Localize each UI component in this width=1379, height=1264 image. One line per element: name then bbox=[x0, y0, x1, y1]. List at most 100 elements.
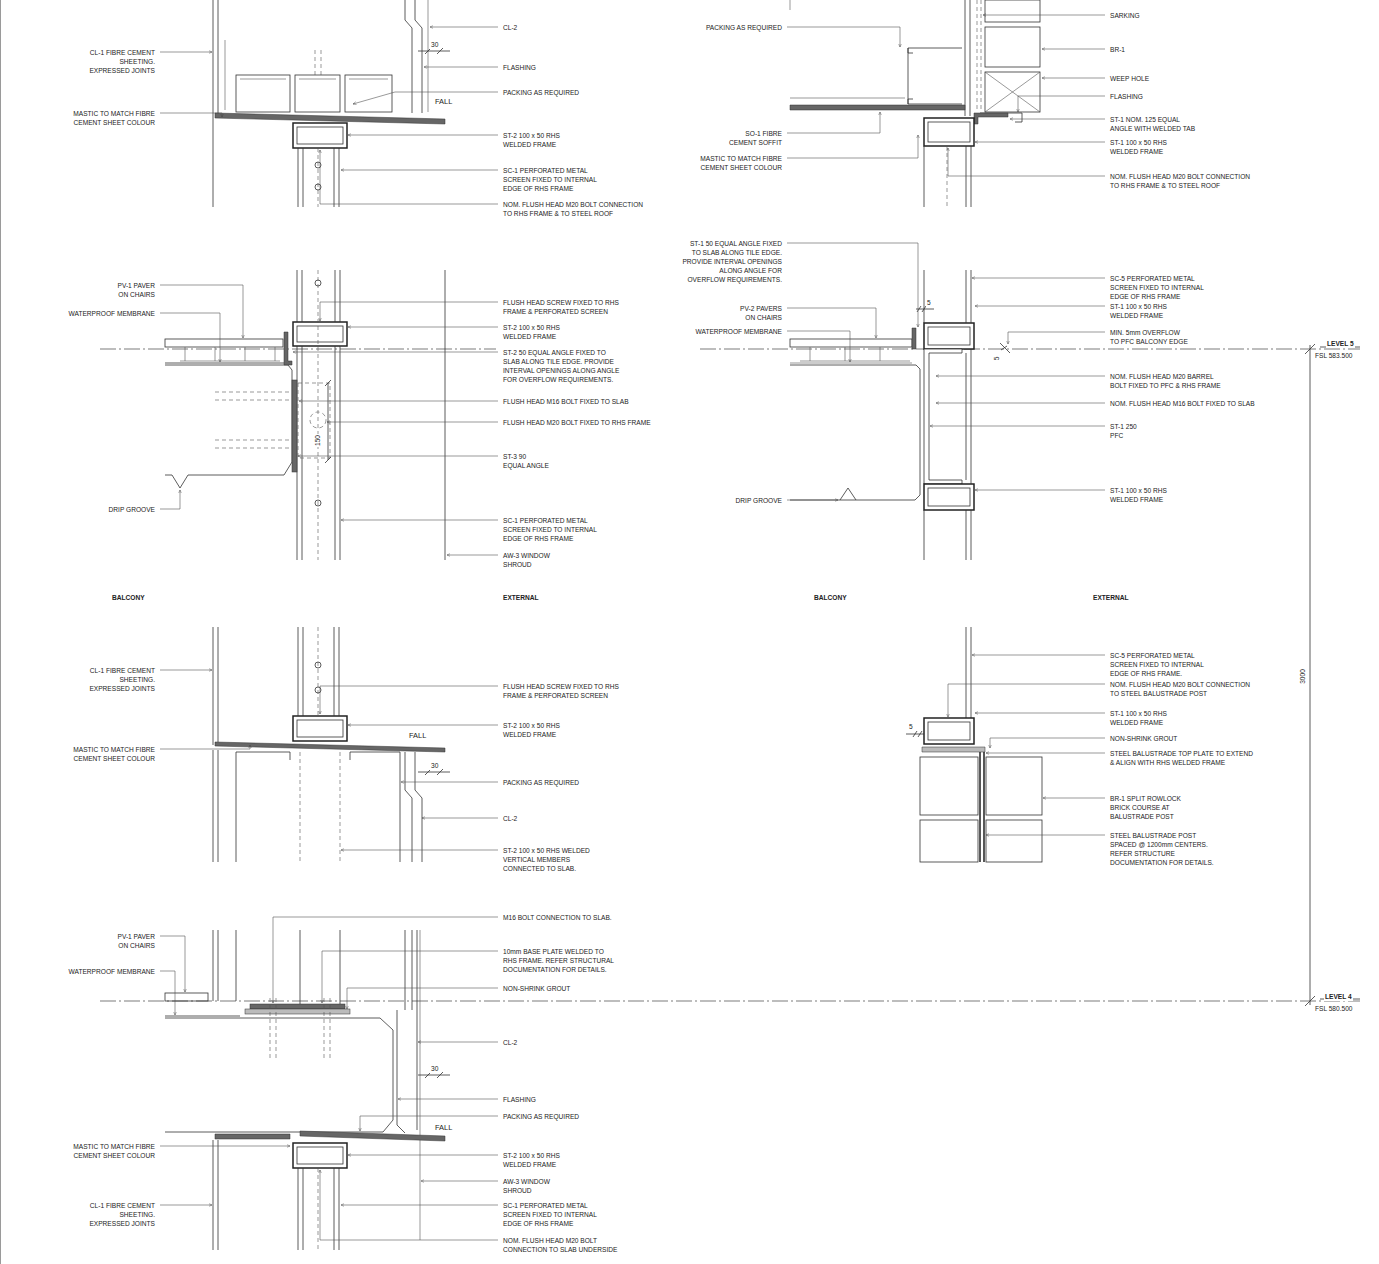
leader-line bbox=[972, 655, 1105, 656]
leader-line bbox=[347, 988, 498, 1009]
leader-line bbox=[787, 135, 918, 158]
leader-line bbox=[341, 170, 498, 171]
leader-line bbox=[348, 327, 498, 328]
rhs-frame bbox=[924, 718, 974, 744]
leader-line bbox=[986, 835, 1105, 836]
callout-label: CL-1 FIBRE CEMENT SHEETING. EXPRESSED JO… bbox=[88, 1201, 156, 1228]
brick bbox=[985, 0, 1040, 22]
rhs-vertical bbox=[300, 930, 412, 1010]
balustrade-post bbox=[980, 752, 984, 862]
level-line bbox=[100, 349, 1360, 350]
paver-chair bbox=[180, 347, 280, 361]
leader-line bbox=[1042, 49, 1105, 50]
leader-line bbox=[320, 686, 498, 714]
callout-label: NOM. FLUSH HEAD M16 BOLT FIXED TO SLAB bbox=[1109, 399, 1256, 408]
leader-line bbox=[225, 40, 226, 110]
perforated-screen bbox=[924, 146, 971, 207]
leader-line bbox=[421, 1181, 498, 1182]
brick bbox=[986, 757, 1042, 815]
level-line bbox=[100, 1001, 1360, 1002]
callout-label: ST-2 50 EQUAL ANGLE FIXED TO SLAB ALONG … bbox=[502, 348, 622, 384]
level-label: LEVEL 5 bbox=[1326, 339, 1355, 348]
drip-groove bbox=[840, 488, 856, 500]
rhs-frame-inner bbox=[297, 127, 343, 144]
equal-angle bbox=[912, 328, 916, 349]
cladding bbox=[397, 930, 417, 1133]
centre-line bbox=[318, 270, 319, 560]
callout-label: SC-1 PERFORATED METAL SCREEN FIXED TO IN… bbox=[502, 516, 599, 543]
leader-line bbox=[424, 67, 498, 68]
leader-line bbox=[418, 1042, 498, 1043]
rhs-frame-inner bbox=[297, 720, 343, 737]
leader-line bbox=[320, 1170, 498, 1240]
paver bbox=[790, 339, 912, 347]
callout-label: BR-1 bbox=[1109, 45, 1126, 54]
dimension-line bbox=[906, 731, 924, 737]
concrete-slab bbox=[790, 365, 920, 500]
callout-label: ST-1 100 x 50 RHS WELDED FRAME bbox=[1109, 486, 1168, 504]
paver bbox=[165, 339, 283, 347]
callout-label: PV-1 PAVER ON CHAIRS bbox=[115, 932, 156, 950]
leader-line bbox=[341, 1205, 498, 1206]
callout-label: NON-SHRINK GROUT bbox=[1109, 734, 1178, 743]
callout-label: ST-2 100 x 50 RHS WELDED VERTICAL MEMBER… bbox=[502, 846, 592, 873]
perforated-screen bbox=[924, 270, 971, 560]
leader-line bbox=[975, 142, 1105, 143]
leader-line bbox=[327, 422, 498, 423]
rhs-frame bbox=[924, 484, 974, 510]
leader-line bbox=[1008, 332, 1105, 344]
leader-line bbox=[160, 52, 212, 53]
leader-line bbox=[160, 971, 175, 1015]
callout-label: CL-2 bbox=[502, 1038, 518, 1047]
sheet-border bbox=[0, 0, 1, 1264]
callout-label: CL-1 FIBRE CEMENT SHEETING. EXPRESSED JO… bbox=[88, 666, 156, 693]
callout-label: PACKING AS REQUIRED bbox=[502, 778, 580, 787]
callout-label: MASTIC TO MATCH FIBRE CEMENT SHEET COLOU… bbox=[70, 109, 156, 127]
callout-label: FLUSH HEAD SCREW FIXED TO RHS FRAME & PE… bbox=[502, 682, 621, 700]
callout-label: ST-2 100 x 50 RHS WELDED FRAME bbox=[502, 1151, 561, 1169]
dimension-line bbox=[325, 380, 331, 463]
leader-line bbox=[298, 456, 498, 457]
bolt-hidden-line bbox=[270, 998, 330, 1060]
callout-label: FLUSH HEAD M16 BOLT FIXED TO SLAB bbox=[502, 397, 630, 406]
callout-label: NOM. FLUSH HEAD M20 BARREL BOLT FIXED TO… bbox=[1109, 372, 1222, 390]
equal-angle bbox=[974, 113, 1008, 124]
purlin bbox=[295, 75, 340, 112]
brick bbox=[986, 820, 1042, 862]
bolt-zone bbox=[298, 383, 330, 458]
leader-line bbox=[1010, 119, 1105, 120]
concrete-slab bbox=[165, 1018, 393, 1132]
zone-heading: EXTERNAL bbox=[1092, 593, 1130, 602]
weep-hole-brick bbox=[985, 72, 1040, 112]
cladding bbox=[213, 118, 214, 207]
callout-label: ST-1 100 x 50 RHS WELDED FRAME bbox=[1109, 302, 1168, 320]
callout-label: FLASHING bbox=[502, 1095, 537, 1104]
purlin bbox=[908, 48, 962, 104]
callout-label: MASTIC TO MATCH FIBRE CEMENT SHEET COLOU… bbox=[70, 745, 156, 763]
callout-label: SC-1 PERFORATED METAL SCREEN FIXED TO IN… bbox=[502, 166, 599, 193]
centre-line bbox=[318, 148, 319, 207]
callout-label: NOM. FLUSH HEAD M20 BOLT CONNECTION TO R… bbox=[502, 200, 645, 218]
base-plate bbox=[250, 1004, 345, 1009]
dimension-value: 30 bbox=[430, 761, 439, 770]
paver-chair bbox=[790, 347, 912, 363]
dimension-value: 30 bbox=[430, 1064, 439, 1073]
leader-line bbox=[341, 520, 498, 521]
callout-label: ST-1 100 x 50 RHS WELDED FRAME bbox=[1109, 709, 1168, 727]
dimension-value: 150 bbox=[313, 433, 322, 446]
dimension-line bbox=[418, 48, 450, 54]
dimension-line bbox=[418, 1072, 450, 1078]
callout-label: MASTIC TO MATCH FIBRE CEMENT SHEET COLOU… bbox=[697, 154, 783, 172]
leader-line bbox=[990, 738, 1105, 748]
callout-label: ST-1 50 EQUAL ANGLE FIXED TO SLAB ALONG … bbox=[681, 239, 783, 284]
leader-line bbox=[273, 917, 498, 1003]
pfc-channel bbox=[924, 349, 962, 484]
callout-label: SO-1 FIBRE CEMENT SOFFIT bbox=[728, 129, 783, 147]
leader-line bbox=[787, 308, 876, 338]
cement-sheet bbox=[300, 1131, 445, 1141]
cladding bbox=[213, 627, 218, 745]
rhs-frame-inner bbox=[928, 488, 970, 506]
callout-label: SC-5 PERFORATED METAL SCREEN FIXED TO IN… bbox=[1109, 274, 1206, 301]
